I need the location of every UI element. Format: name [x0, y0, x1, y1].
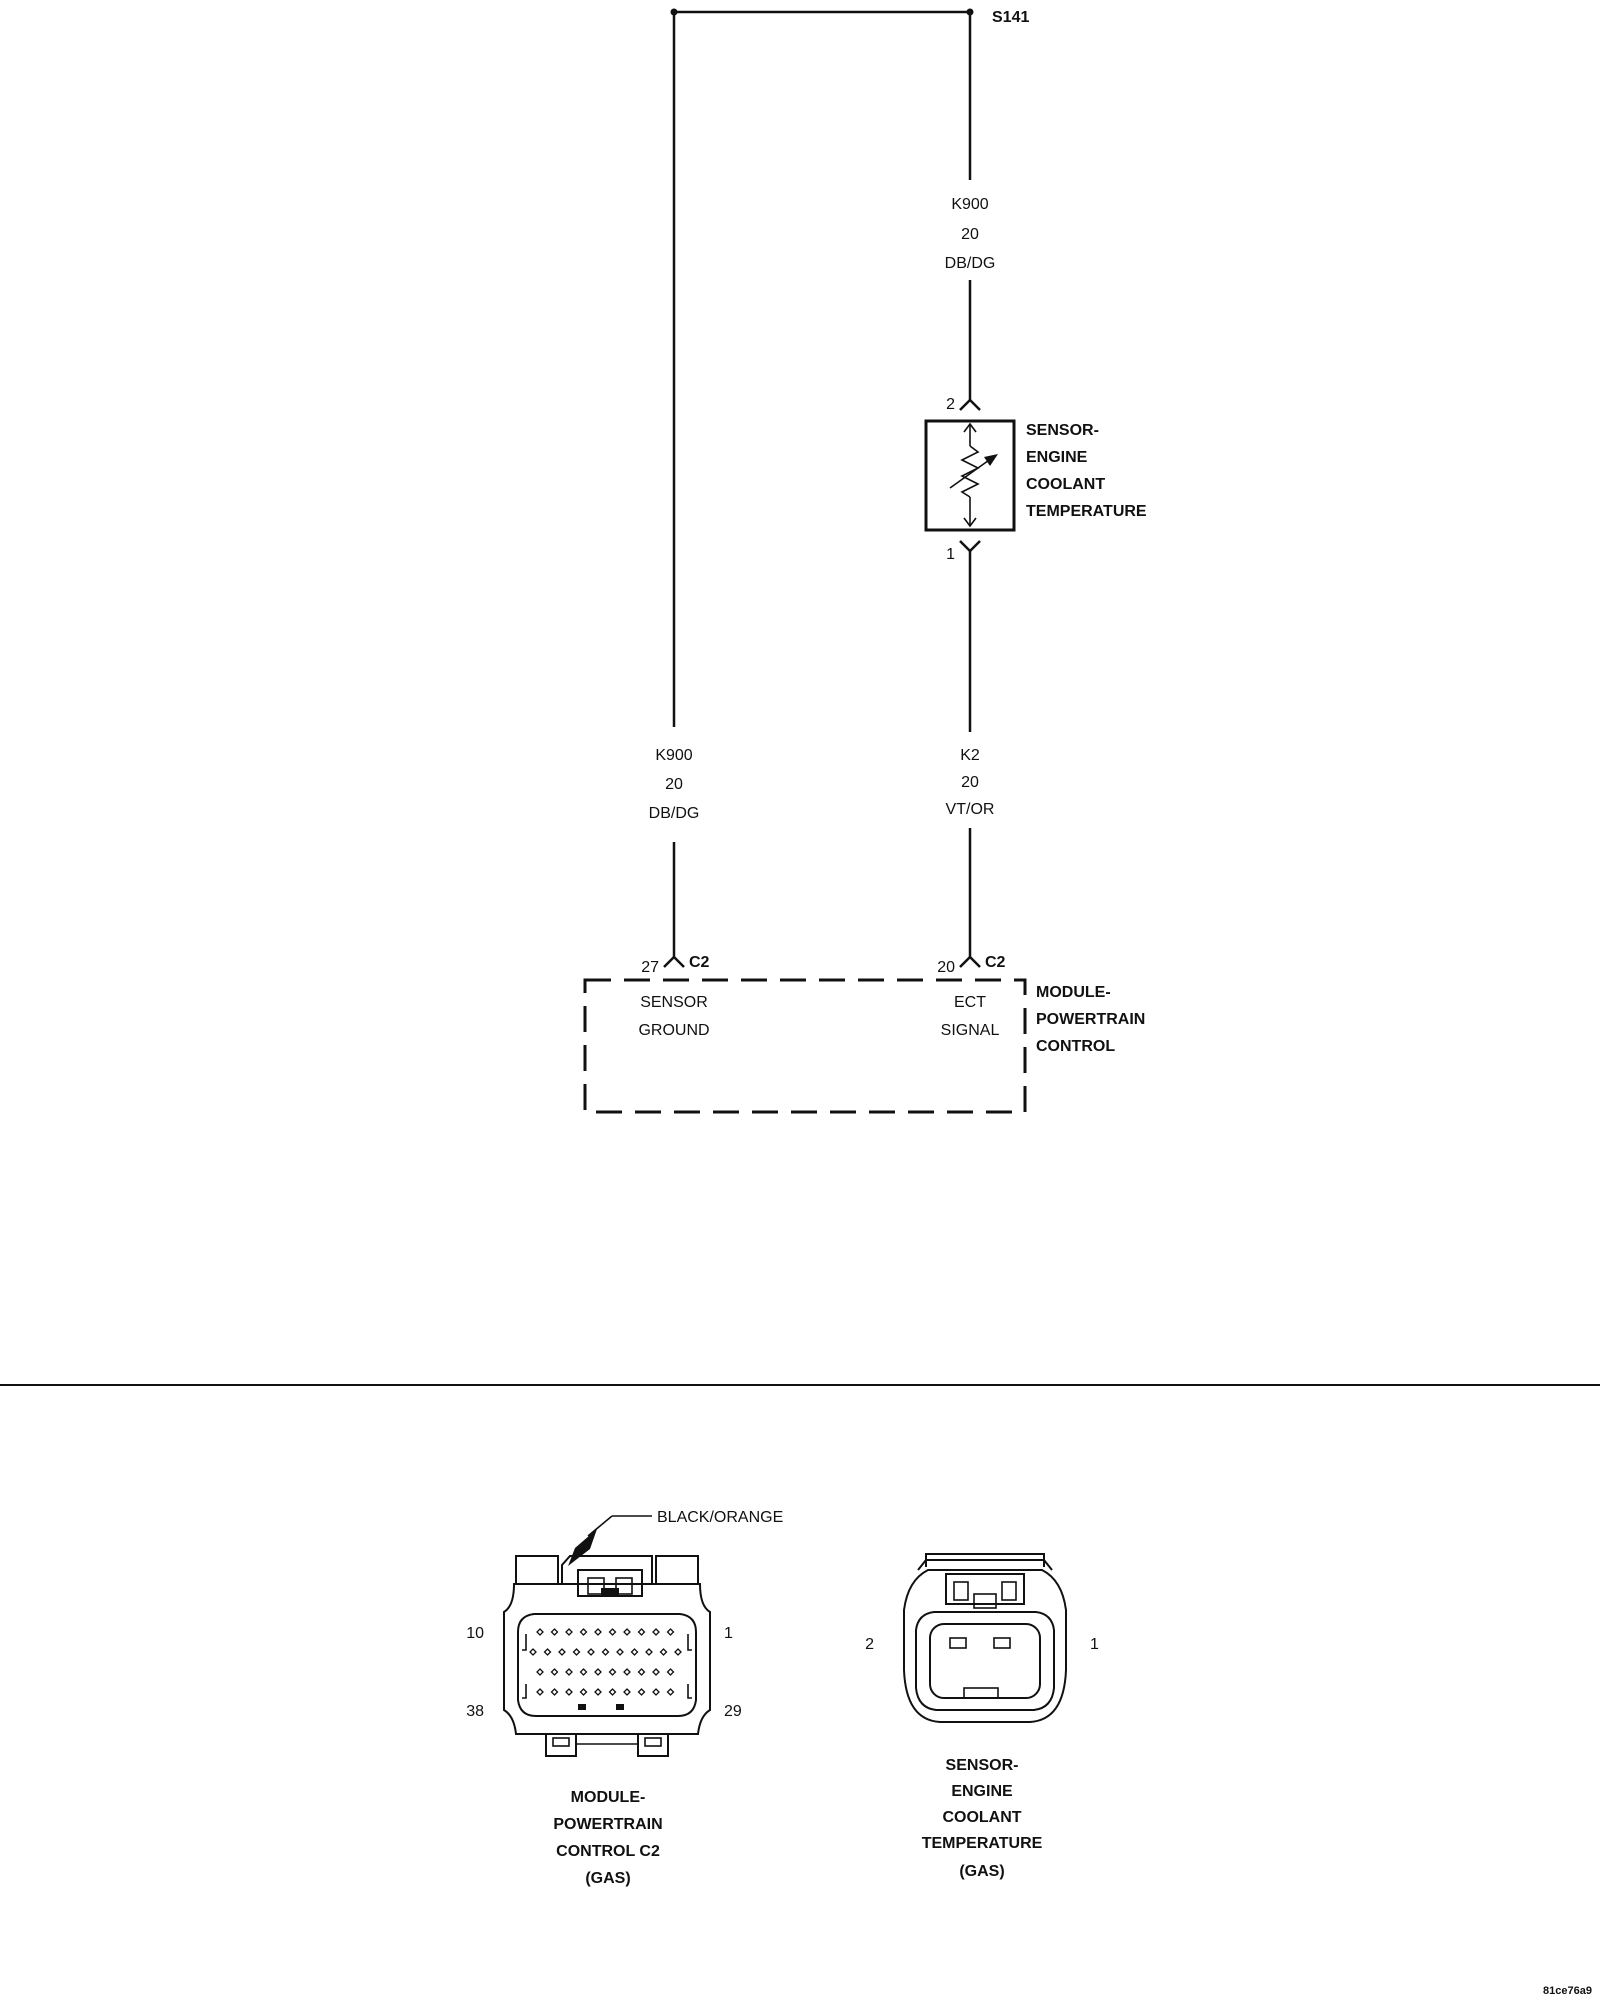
pin-cavity: [594, 1688, 602, 1696]
pcm-module: 27 C2 20 C2 SENSOR GROUND ECT SIGNAL MOD…: [583, 954, 1145, 1114]
pin-cavity: [550, 1668, 559, 1676]
pcm-pin-right-function-2: SIGNAL: [941, 1022, 1000, 1039]
pin-cavity: [630, 1648, 639, 1656]
pin-cavity: [666, 1668, 675, 1676]
pin-cavity: [608, 1688, 617, 1696]
splice-s141: S141: [670, 8, 1029, 26]
pin-cavity: [616, 1648, 624, 1656]
pin-cavity: [623, 1688, 631, 1696]
sensor-label-4: TEMPERATURE: [1026, 503, 1147, 520]
pin-cavity: [550, 1688, 559, 1696]
pin-cavity: [565, 1628, 573, 1636]
pin-cavity: [543, 1648, 552, 1656]
pin-cavity: [652, 1628, 660, 1636]
pin-cavity: [536, 1668, 544, 1676]
sensor-label-3: COOLANT: [1026, 476, 1105, 493]
pcm-connector-right: C2: [985, 954, 1006, 971]
pin-cavity: [652, 1668, 660, 1676]
pcm-c2-pin-bottom-left: 38: [466, 1703, 484, 1720]
wire-color: DB/DG: [945, 255, 996, 272]
wire-gauge: 20: [961, 226, 979, 243]
pcm-connector-left: C2: [689, 954, 710, 971]
pin-cavity: [594, 1628, 602, 1636]
wire-circuit: K2: [960, 747, 980, 764]
pcm-pin-left-function-1: SENSOR: [640, 994, 708, 1011]
pin-cavity: [674, 1648, 682, 1656]
ect-pin-left: 2: [865, 1636, 874, 1653]
wire-color: DB/DG: [649, 805, 700, 822]
pin-cavity: [536, 1688, 544, 1696]
pin-cavity: [565, 1668, 573, 1676]
pin-cavity: [587, 1648, 595, 1656]
pcm-c2-connector-view: BLACK/ORANGE 10 1 38 29 MODULE-: [466, 1509, 783, 1887]
wire-gauge: 20: [961, 774, 979, 791]
pin-cavity: [623, 1628, 631, 1636]
pin-cavity: [601, 1648, 610, 1656]
pin-cavity: [529, 1648, 537, 1656]
pin-cavity: [652, 1688, 660, 1696]
pcm-c2-caption-1: MODULE-: [571, 1789, 646, 1806]
pcm-label-1: MODULE-: [1036, 984, 1111, 1001]
pcm-c2-pin-bottom-right: 29: [724, 1703, 742, 1720]
ect-connector-view: 2 1 SENSOR- ENGINE COOLANT TEMPERATURE (…: [865, 1553, 1099, 1880]
pin-cavity: [550, 1628, 559, 1636]
sensor-label-1: SENSOR-: [1026, 422, 1099, 439]
pcm-c2-callout: BLACK/ORANGE: [657, 1509, 783, 1526]
pin-cavity: [608, 1628, 617, 1636]
pcm-c2-pin-top-right: 1: [724, 1625, 733, 1642]
pcm-c2-caption-4: (GAS): [585, 1870, 630, 1887]
pin-cavity: [579, 1688, 588, 1696]
pcm-label-3: CONTROL: [1036, 1038, 1115, 1055]
pin-cavity: [579, 1628, 588, 1636]
pcm-c2-caption-2: POWERTRAIN: [553, 1816, 662, 1833]
pin-cavity: [594, 1668, 602, 1676]
pin-cavity: [572, 1648, 581, 1656]
pcm-c2-pin-top-left: 10: [466, 1625, 484, 1642]
wire-circuit: K900: [951, 196, 988, 213]
image-code: 81ce76a9: [1543, 1985, 1592, 1997]
pin-cavity: [536, 1628, 544, 1636]
sensor-pin-top: 2: [946, 396, 955, 413]
ect-caption-3: COOLANT: [942, 1809, 1021, 1826]
pcm-pin-left-function-2: GROUND: [638, 1022, 709, 1039]
pin-cavity: [608, 1668, 617, 1676]
pin-cavity: [645, 1648, 653, 1656]
pin-cavity: [666, 1628, 675, 1636]
pin-cavity: [637, 1628, 646, 1636]
wire-k2: K2 20 VT/OR: [946, 551, 995, 957]
pin-cavity: [666, 1688, 675, 1696]
wire-k900-left: K900 20 DB/DG: [649, 12, 700, 957]
pin-cavity: [558, 1648, 566, 1656]
wire-gauge: 20: [665, 776, 683, 793]
sensor-label-2: ENGINE: [1026, 449, 1088, 466]
sensor-pin-bottom: 1: [946, 546, 955, 563]
pin-cavity: [623, 1668, 631, 1676]
wire-circuit: K900: [655, 747, 692, 764]
ect-caption-4: TEMPERATURE: [922, 1835, 1043, 1852]
ect-pin-right: 1: [1090, 1636, 1099, 1653]
pin-cavity: [637, 1688, 646, 1696]
pin-cavity: [565, 1688, 573, 1696]
pcm-pin-right: 20: [937, 959, 955, 976]
pin-cavity: [637, 1668, 646, 1676]
pcm-pin-right-function-1: ECT: [954, 994, 986, 1011]
pin-cavity: [659, 1648, 668, 1656]
wire-color: VT/OR: [946, 801, 995, 818]
ect-caption-1: SENSOR-: [946, 1757, 1019, 1774]
wire-k900-right: K900 20 DB/DG: [945, 12, 996, 400]
pcm-c2-pin-field: [529, 1628, 682, 1696]
splice-label: S141: [992, 9, 1029, 26]
pcm-c2-caption-3: CONTROL C2: [556, 1843, 660, 1860]
ect-caption-5: (GAS): [959, 1863, 1004, 1880]
pin-cavity: [579, 1668, 588, 1676]
pcm-label-2: POWERTRAIN: [1036, 1011, 1145, 1028]
ect-caption-2: ENGINE: [951, 1783, 1013, 1800]
pcm-pin-left: 27: [641, 959, 659, 976]
sensor-ect-symbol: 2 1 SENSOR- ENGINE COOLANT TEMPERATURE: [924, 396, 1147, 563]
